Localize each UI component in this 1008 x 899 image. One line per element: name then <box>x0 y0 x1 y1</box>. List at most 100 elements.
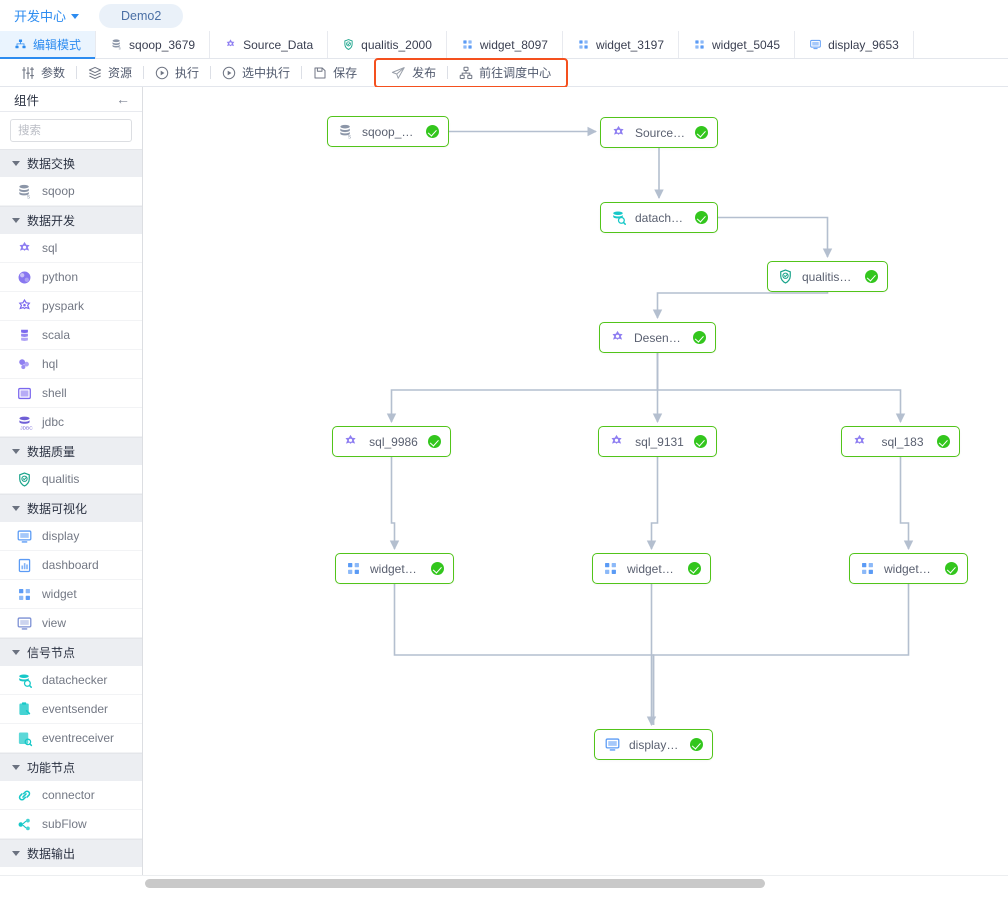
component-item-display[interactable]: display <box>0 522 142 551</box>
sidebar-group-label: 数据交换 <box>27 157 76 171</box>
scala-icon <box>16 327 33 344</box>
component-item-label: qualitis <box>42 472 80 486</box>
flow-node-label: sql_183 <box>881 434 924 449</box>
status-badge-success <box>694 435 707 448</box>
eventreceiver-icon <box>16 730 33 747</box>
sidebar-group-数据开发[interactable]: 数据开发 <box>0 206 142 234</box>
flow-node-label: Desensitized... <box>634 330 685 345</box>
sidebar-group-数据可视化[interactable]: 数据可视化 <box>0 494 142 522</box>
eventsender-icon <box>16 701 33 718</box>
flow-node-source_data[interactable]: Source_Data <box>600 117 718 148</box>
subflow-icon <box>16 816 33 833</box>
component-item-sql[interactable]: sql <box>0 234 142 263</box>
toolbar-schedule-center-button[interactable]: 前往调度中心 <box>448 60 562 86</box>
flow-node-sql_9131[interactable]: sql_9131 <box>598 426 717 457</box>
flow-node-qualitis_2000[interactable]: qualitis_2000 <box>767 261 888 292</box>
flow-node-sql_183[interactable]: sql_183 <box>841 426 960 457</box>
tab-widget-5045[interactable]: widget_5045 <box>679 31 796 58</box>
sidebar-title: 组件 <box>14 93 40 108</box>
flow-node-sql_9986[interactable]: sql_9986 <box>332 426 451 457</box>
flow-node-widget_8097[interactable]: widget_8097 <box>335 553 454 584</box>
tab-display-9653[interactable]: display_9653 <box>795 31 914 58</box>
tab-qualitis-2000[interactable]: qualitis_2000 <box>328 31 447 58</box>
sidebar-group-信号节点[interactable]: 信号节点 <box>0 638 142 666</box>
sidebar-header: 组件 ← <box>0 87 142 112</box>
send-plane-icon <box>391 66 406 80</box>
toolbar-run-button[interactable]: 执行 <box>144 59 210 86</box>
sidebar-group-数据交换[interactable]: 数据交换 <box>0 149 142 177</box>
flow-node-label: widget_5045 <box>627 561 680 576</box>
component-item-shell[interactable]: shell <box>0 379 142 408</box>
component-item-label: dashboard <box>42 558 99 572</box>
tab-[interactable]: 编辑模式 <box>0 31 97 59</box>
component-item-python[interactable]: python <box>0 263 142 292</box>
toolbar-resource-button[interactable]: 资源 <box>77 59 143 86</box>
tab-source-data[interactable]: Source_Data <box>210 31 329 58</box>
flow-node-widget_5045[interactable]: widget_5045 <box>592 553 711 584</box>
component-item-view[interactable]: view <box>0 609 142 638</box>
component-item-eventreceiver[interactable]: eventreceiver <box>0 724 142 753</box>
tab-widget-8097[interactable]: widget_8097 <box>446 31 563 58</box>
chevron-down-icon <box>71 14 80 19</box>
publish-highlight-group: 发布 前往调度中心 <box>374 57 569 88</box>
toolbar-save-button[interactable]: 保存 <box>302 59 368 86</box>
flow-node-display_9653[interactable]: display_9653 <box>594 729 713 760</box>
component-item-connector[interactable]: connector <box>0 781 142 810</box>
dashboard-icon <box>16 557 33 574</box>
status-badge-success <box>690 738 703 751</box>
flow-node-widget_3197[interactable]: widget_3197 <box>849 553 968 584</box>
toolbar-run-selected-button[interactable]: 选中执行 <box>211 59 301 86</box>
project-pill[interactable]: Demo2 <box>99 3 184 28</box>
flow-node-label: sql_9986 <box>369 434 418 449</box>
chevron-down-icon <box>12 449 20 454</box>
component-item-datachecker[interactable]: datachecker <box>0 666 142 695</box>
sidebar-group-数据输出[interactable]: 数据输出 <box>0 839 142 867</box>
component-item-qualitis[interactable]: qualitis <box>0 465 142 494</box>
component-item-eventsender[interactable]: eventsender <box>0 695 142 724</box>
sidebar-group-功能节点[interactable]: 功能节点 <box>0 753 142 781</box>
sidebar-group-数据质量[interactable]: 数据质量 <box>0 437 142 465</box>
status-badge-success <box>688 562 701 575</box>
editor-toolbar: 参数 资源 执行 选中执行 保存 <box>0 57 1008 88</box>
horizontal-scrollbar-thumb[interactable] <box>145 878 765 888</box>
sitemap-icon <box>459 66 473 80</box>
sqoop-icon: s <box>337 123 354 140</box>
toolbar-params-button[interactable]: 参数 <box>10 59 76 86</box>
flow-node-datachecker[interactable]: datachecker... <box>600 202 718 233</box>
component-sidebar: 组件 ← 数据交换 ssqoop数据开发sqlpythonpysparkscala… <box>0 87 143 875</box>
tab-label: widget_8097 <box>479 37 548 52</box>
toolbar-publish-button[interactable]: 发布 <box>380 60 447 86</box>
toolbar-run-label: 执行 <box>175 66 200 80</box>
flow-node-label: widget_3197 <box>884 561 937 576</box>
status-badge-success <box>693 331 706 344</box>
component-item-subFlow[interactable]: subFlow <box>0 810 142 839</box>
horizontal-scrollbar-track[interactable] <box>0 875 1008 891</box>
app-title-dropdown[interactable]: 开发中心 <box>14 6 80 25</box>
component-item-dashboard[interactable]: dashboard <box>0 551 142 580</box>
flow-edge <box>652 292 829 319</box>
component-item-pyspark[interactable]: pyspark <box>0 292 142 321</box>
component-item-sendemail[interactable]: sendemail <box>0 867 142 875</box>
component-item-hql[interactable]: hql <box>0 350 142 379</box>
search-input[interactable] <box>10 119 132 142</box>
flow-node-desensitized[interactable]: Desensitized... <box>599 322 716 353</box>
sql-star-icon <box>851 433 868 450</box>
arrow-left-icon[interactable]: ← <box>116 91 130 107</box>
component-item-scala[interactable]: scala <box>0 321 142 350</box>
shell-icon <box>16 385 33 402</box>
display-icon <box>809 38 822 51</box>
qualitis-shield-icon <box>16 471 33 488</box>
flow-node-label: datachecker... <box>635 210 687 225</box>
datachecker-icon <box>610 209 627 226</box>
tab-widget-3197[interactable]: widget_3197 <box>562 31 679 58</box>
component-item-widget[interactable]: widget <box>0 580 142 609</box>
svg-text:s: s <box>348 134 351 140</box>
tab-label: sqoop_3679 <box>129 37 196 52</box>
